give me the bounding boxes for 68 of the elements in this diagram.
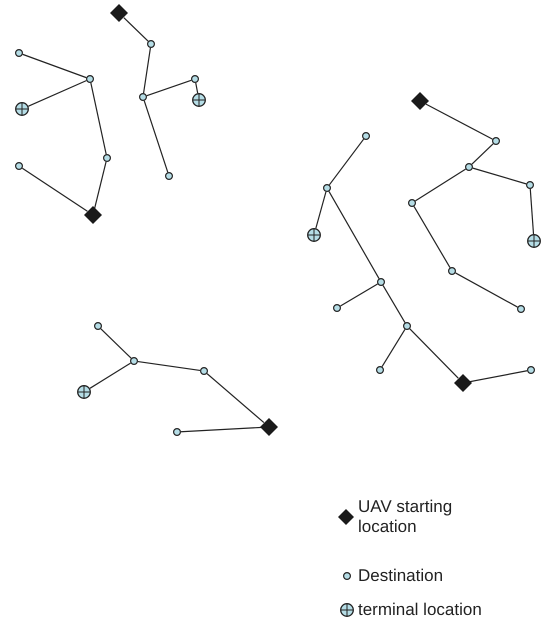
route-line xyxy=(472,168,526,184)
route-line xyxy=(146,80,192,96)
route-line xyxy=(470,370,528,382)
terminal-crosshair-marker xyxy=(526,233,542,249)
destination-dot xyxy=(332,303,342,313)
start-diamond-marker xyxy=(259,417,279,437)
destination-dot xyxy=(129,356,139,366)
legend-label: terminal location xyxy=(358,600,483,620)
destination-dot xyxy=(146,39,156,49)
route-line xyxy=(90,82,107,154)
terminal-crosshair-marker xyxy=(14,101,30,117)
destination-dot xyxy=(516,304,526,314)
destination-dot xyxy=(14,161,24,171)
route-line xyxy=(143,48,151,94)
destination-dot xyxy=(190,74,200,84)
route-line xyxy=(138,360,200,372)
route-line xyxy=(195,82,198,94)
route-line xyxy=(382,285,406,323)
destination-dot xyxy=(375,365,385,375)
destination-dot xyxy=(199,366,209,376)
route-line xyxy=(455,272,518,308)
route-line xyxy=(206,373,264,424)
start-diamond-marker xyxy=(453,373,473,393)
route-line xyxy=(90,362,131,389)
destination-dot xyxy=(447,266,457,276)
route-line xyxy=(426,104,493,140)
destination-dot xyxy=(402,321,412,331)
route-line xyxy=(144,100,168,172)
destination-dot xyxy=(491,136,501,146)
route-line xyxy=(471,143,494,165)
destination-dot xyxy=(322,183,332,193)
route-line xyxy=(123,17,149,42)
legend-label: Destination xyxy=(358,566,444,586)
route-line xyxy=(340,284,378,306)
route-line xyxy=(382,329,406,367)
route-line xyxy=(180,426,262,432)
route-line xyxy=(22,168,88,212)
destination-dot xyxy=(102,153,112,163)
destination-dot xyxy=(85,74,95,84)
route-line xyxy=(415,168,466,202)
route-line xyxy=(28,80,87,107)
route-line xyxy=(409,328,459,379)
route-line xyxy=(22,54,86,78)
destination-dot xyxy=(407,198,417,208)
route-line xyxy=(328,191,380,279)
destination-dot xyxy=(376,277,386,287)
destination-dot xyxy=(164,171,174,181)
legend-label: UAV starting location xyxy=(358,497,454,537)
destination-dot xyxy=(526,365,536,375)
destination-dot xyxy=(14,48,24,58)
destination-dot xyxy=(93,321,103,331)
route-line xyxy=(530,188,534,234)
route-line xyxy=(414,206,450,268)
start-diamond-marker xyxy=(410,91,430,111)
destination-dot xyxy=(464,162,474,172)
destination-dot xyxy=(361,131,371,141)
terminal-crosshair-marker xyxy=(76,384,92,400)
start-diamond-marker xyxy=(83,205,103,225)
destination-dot xyxy=(172,427,182,437)
start-diamond-marker xyxy=(109,3,129,23)
route-line xyxy=(315,192,327,228)
destination-dot xyxy=(525,180,535,190)
terminal-crosshair-marker xyxy=(306,227,322,243)
route-line xyxy=(94,162,107,209)
destination-dot xyxy=(138,92,148,102)
terminal-crosshair-marker xyxy=(191,92,207,108)
route-line xyxy=(328,138,364,186)
route-line xyxy=(100,328,132,359)
